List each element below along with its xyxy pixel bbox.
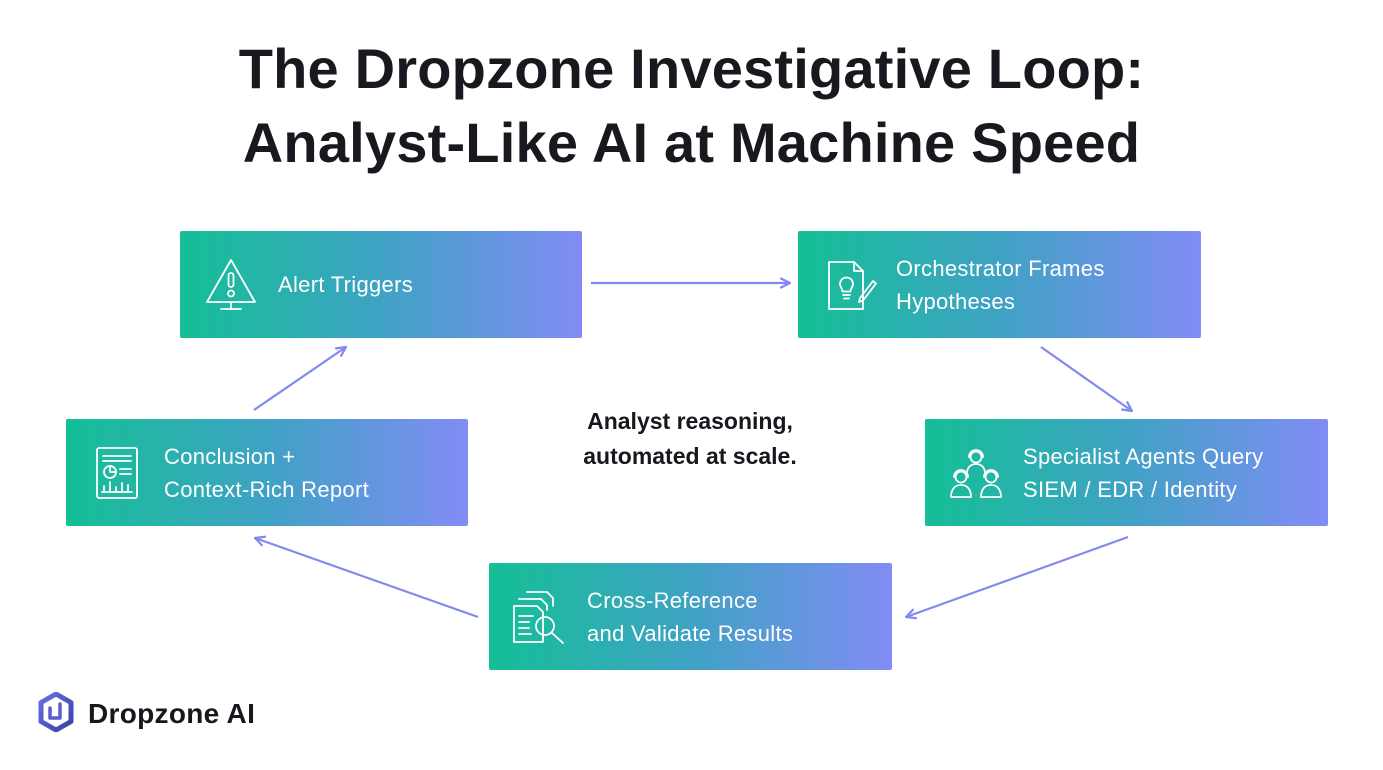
dropzone-logo-icon <box>38 691 74 737</box>
brand-logo[interactable]: Dropzone AI <box>38 691 256 737</box>
step-label: Conclusion + Context-Rich Report <box>164 443 369 502</box>
arrow-orchestrator-to-specialists <box>1040 346 1132 411</box>
step-cross-reference-validate: Cross-Reference and Validate Results <box>489 563 892 670</box>
arrow-specialists-to-crossref <box>906 535 1129 617</box>
agents-group-icon <box>945 442 1007 504</box>
arrow-crossref-to-conclusion <box>255 538 479 619</box>
arrow-conclusion-to-alert <box>253 347 346 411</box>
document-search-icon <box>509 586 571 648</box>
logo-text: Dropzone AI <box>88 698 256 729</box>
step-specialist-agents-query: Specialist Agents Query SIEM / EDR / Ide… <box>925 419 1328 526</box>
alert-triangle-icon <box>200 254 262 316</box>
step-conclusion-report: Conclusion + Context-Rich Report <box>66 419 468 526</box>
title-line-1: The Dropzone Investigative Loop: <box>238 37 1145 100</box>
title-line-2: Analyst-Like AI at Machine Speed <box>242 111 1141 174</box>
step-label: Cross-Reference and Validate Results <box>587 587 794 646</box>
step-label: Alert Triggers <box>278 272 414 297</box>
page-title: The Dropzone Investigative Loop: Analyst… <box>0 32 1383 180</box>
step-orchestrator-frames-hypotheses: Orchestrator Frames Hypotheses <box>798 231 1201 338</box>
center-caption: Analyst reasoning, automated at scale. <box>583 408 797 469</box>
report-chart-icon <box>86 442 148 504</box>
step-label: Orchestrator Frames Hypotheses <box>896 255 1105 314</box>
lightbulb-document-icon <box>818 254 880 316</box>
step-label: Specialist Agents Query SIEM / EDR / Ide… <box>1023 443 1264 502</box>
step-alert-triggers: Alert Triggers <box>180 231 582 338</box>
